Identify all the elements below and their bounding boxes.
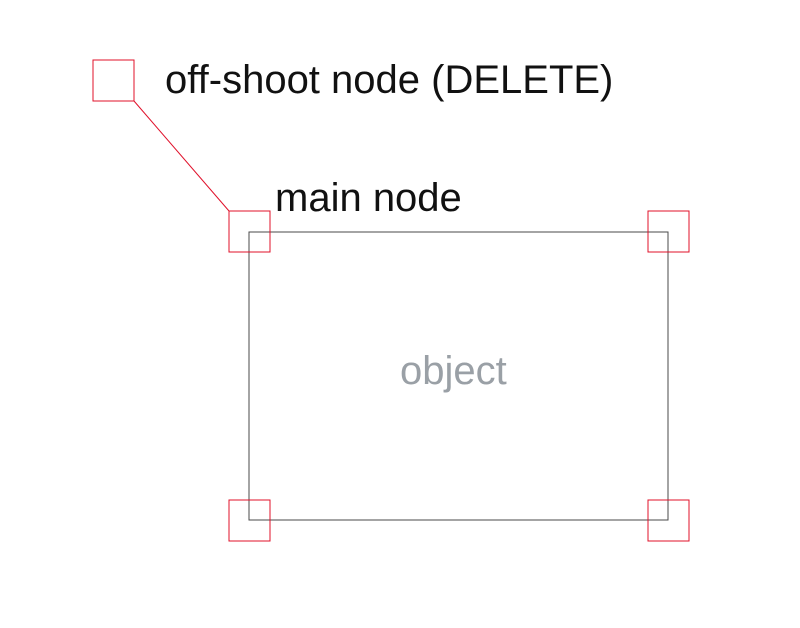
node-top-right[interactable] xyxy=(647,210,690,253)
offshoot-node-label: off-shoot node (DELETE) xyxy=(165,58,614,102)
offshoot-node[interactable] xyxy=(92,59,135,102)
main-node[interactable] xyxy=(228,210,271,253)
object-label: object xyxy=(400,349,507,393)
node-bottom-left[interactable] xyxy=(228,499,271,542)
object-rectangle xyxy=(248,231,669,521)
offshoot-connector-line xyxy=(133,100,230,212)
main-node-label: main node xyxy=(275,176,462,220)
node-bottom-right[interactable] xyxy=(647,499,690,542)
